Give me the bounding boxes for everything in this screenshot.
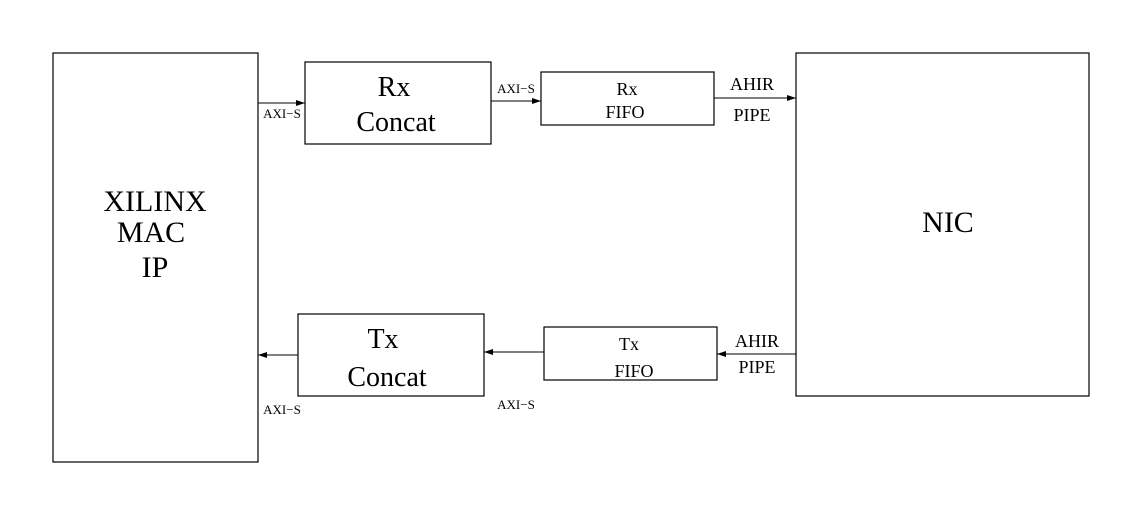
- tx-concat-label-line-1: Tx: [367, 324, 398, 355]
- tx-concat-label-line-2: Concat: [347, 362, 427, 393]
- pipe-label-rx: PIPE: [733, 105, 770, 125]
- axi-s-label-rx-concat-fifo: AXI−S: [497, 81, 535, 96]
- rx-concat-label-line-1: Rx: [378, 72, 411, 103]
- rx-fifo-label-line-1: Rx: [616, 79, 637, 99]
- ahir-label-rx: AHIR: [730, 74, 774, 94]
- nic-block: [795, 52, 1090, 397]
- mac-label-line-1: XILINX: [103, 185, 207, 218]
- mac-label-line-3: IP: [142, 251, 169, 284]
- axi-s-label-mac-tx: AXI−S: [263, 402, 301, 417]
- mac-label-line-2: MAC: [117, 216, 185, 249]
- rx-fifo-block: [540, 71, 715, 126]
- rx-concat-label-line-2: Concat: [356, 107, 436, 138]
- ahir-label-tx: AHIR: [735, 331, 779, 351]
- nic-label: NIC: [922, 206, 974, 239]
- rx-concat-block: [304, 61, 492, 145]
- rx-fifo-label-line-2: FIFO: [605, 102, 644, 122]
- axi-s-label-mac-rx: AXI−S: [263, 106, 301, 121]
- tx-fifo-label-line-2: FIFO: [614, 361, 653, 381]
- tx-fifo-label-line-1: Tx: [619, 334, 639, 354]
- tx-fifo-block: [543, 326, 718, 381]
- xilinx-mac-ip-block: [52, 52, 259, 463]
- tx-concat-block: [297, 313, 485, 397]
- pipe-label-tx: PIPE: [738, 357, 775, 377]
- axi-s-label-tx-concat-fifo: AXI−S: [497, 397, 535, 412]
